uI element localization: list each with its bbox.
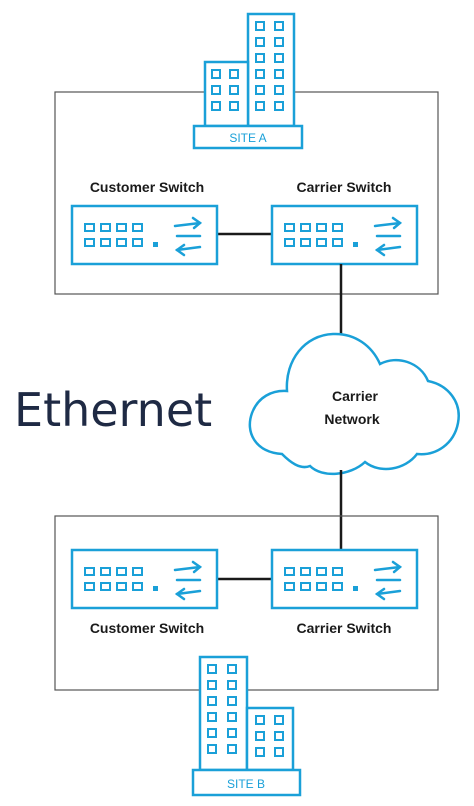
page-title: Ethernet <box>14 383 212 437</box>
cloud-icon <box>248 332 460 476</box>
building-icon <box>192 12 304 150</box>
cloud-label-line1: Carrier <box>332 388 378 404</box>
top-carrier-switch-label: Carrier Switch <box>297 179 392 195</box>
network-switch-icon <box>270 548 419 610</box>
network-switch-icon <box>70 204 219 266</box>
bottom-customer-switch-label: Customer Switch <box>90 620 204 636</box>
cloud-label-line2: Network <box>324 411 379 427</box>
network-switch-icon <box>270 204 419 266</box>
top-customer-switch-label: Customer Switch <box>90 179 204 195</box>
building-icon <box>191 655 302 797</box>
site-a-label: SITE A <box>229 131 266 145</box>
network-switch-icon <box>70 548 219 610</box>
site-b-label: SITE B <box>227 777 265 791</box>
bottom-carrier-switch-label: Carrier Switch <box>297 620 392 636</box>
